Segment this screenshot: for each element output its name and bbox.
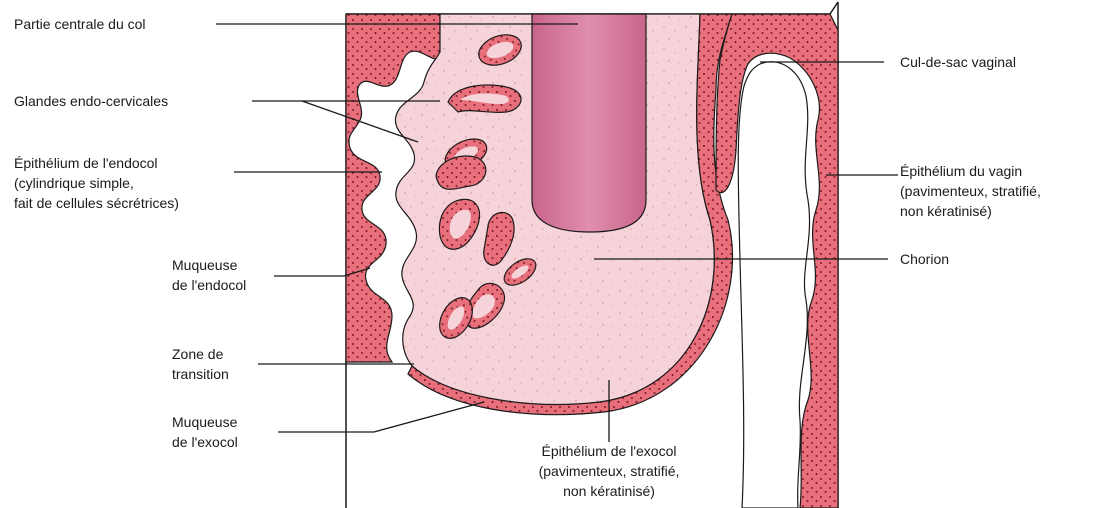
label-partie-centrale: Partie centrale du col (14, 16, 146, 32)
leader-muq-exocol (278, 402, 484, 432)
label-epi-endocol-1: Épithélium de l'endocol (14, 155, 158, 171)
vaginal-lumen (738, 62, 809, 508)
tissue-frame (346, 2, 838, 14)
label-epi-endocol-2: (cylindrique simple, (14, 175, 134, 191)
label-muq-exocol-1: Muqueuse (172, 414, 238, 430)
label-epi-endocol-3: fait de cellules sécrétrices) (14, 195, 179, 211)
label-epi-exocol-2: (pavimenteux, stratifié, (539, 463, 680, 479)
label-glandes: Glandes endo-cervicales (14, 93, 168, 109)
label-epi-vagin-2: (pavimenteux, stratifié, (900, 183, 1041, 199)
label-epi-vagin-3: non kératinisé) (900, 203, 992, 219)
label-epi-vagin-1: Épithélium du vagin (900, 163, 1022, 179)
label-muq-exocol-2: de l'exocol (172, 434, 238, 450)
label-muq-endocol-1: Muqueuse (172, 257, 238, 273)
label-zone-1: Zone de (172, 346, 224, 362)
label-epi-exocol-3: non kératinisé) (563, 483, 655, 499)
label-chorion: Chorion (900, 251, 949, 267)
label-cul-de-sac: Cul-de-sac vaginal (900, 54, 1016, 70)
cervical-canal (532, 14, 646, 232)
label-zone-2: transition (172, 366, 229, 382)
label-epi-exocol-1: Épithélium de l'exocol (542, 443, 677, 459)
label-muq-endocol-2: de l'endocol (172, 277, 246, 293)
